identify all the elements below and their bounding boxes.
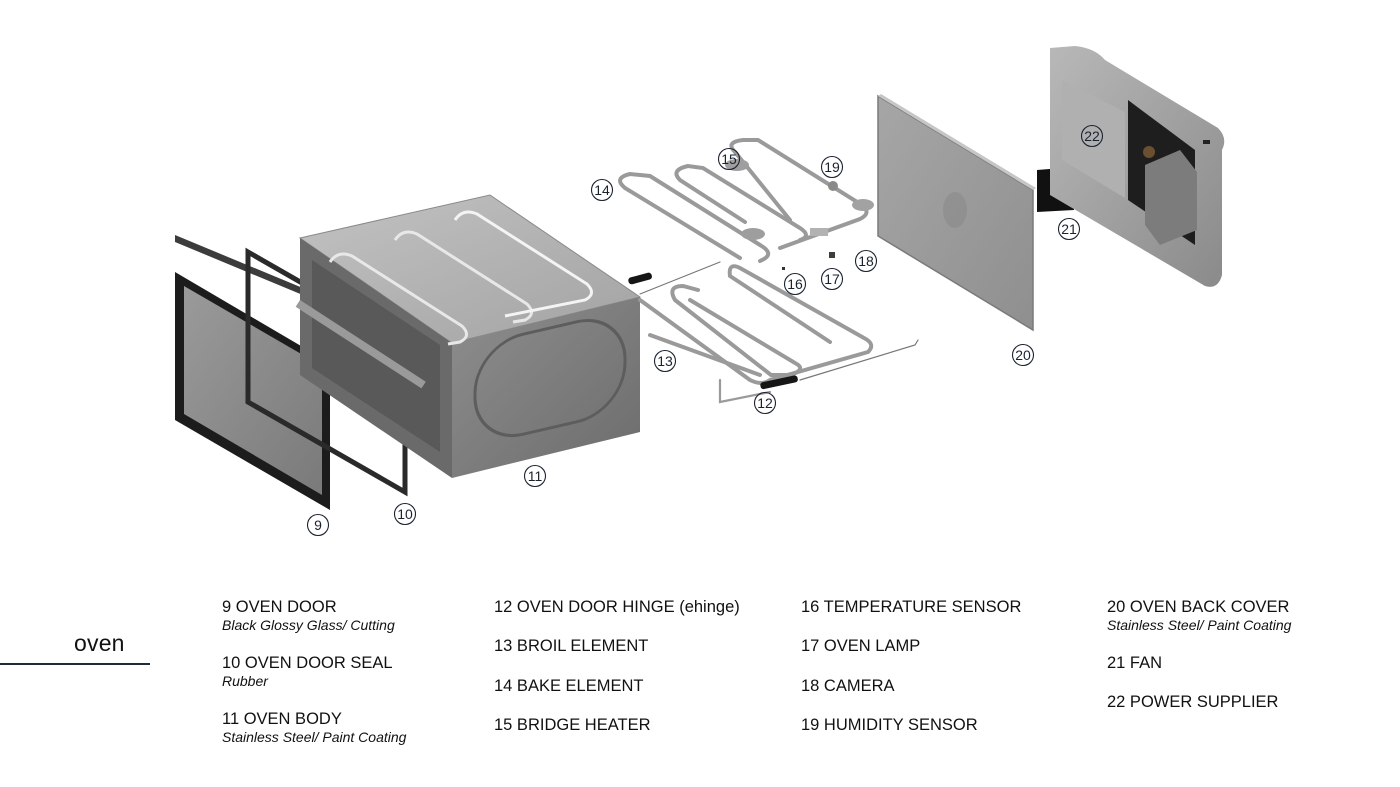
bridge-heater-disc: [741, 228, 765, 240]
svg-text:19: 19: [824, 159, 840, 175]
oven-lamp-part: [829, 252, 835, 258]
legend-item-name: 20 OVEN BACK COVER: [1107, 598, 1290, 616]
legend-item-temperature-sensor: 16 TEMPERATURE SENSOR: [801, 598, 1021, 637]
legend-item-name: 9 OVEN DOOR: [222, 598, 337, 616]
legend-item-camera: 18 CAMERA: [801, 677, 1021, 716]
callout-18: 18: [854, 249, 878, 273]
legend-item-name: 16 TEMPERATURE SENSOR: [801, 598, 1022, 616]
legend-item-name: 22 POWER SUPPLIER: [1107, 693, 1279, 712]
legend-item-name: 15 BRIDGE HEATER: [494, 715, 651, 734]
legend-item-bake-element: 14 BAKE ELEMENT: [494, 677, 740, 716]
legend-item-material: Stainless Steel/ Paint Coating: [1107, 617, 1292, 633]
svg-text:12: 12: [757, 395, 773, 411]
svg-text:22: 22: [1084, 128, 1100, 144]
legend-item-material: Stainless Steel/ Paint Coating: [222, 729, 407, 745]
legend-item-name: 18 CAMERA: [801, 676, 895, 695]
svg-text:13: 13: [657, 353, 673, 369]
legend-item-material: Black Glossy Glass/ Cutting: [222, 617, 395, 633]
svg-text:15: 15: [721, 151, 737, 167]
bracket: [810, 228, 828, 236]
legend-item-bridge-heater: 15 BRIDGE HEATER: [494, 716, 740, 755]
legend-item-oven-door-seal: 10 OVEN DOOR SEAL Rubber: [222, 654, 406, 710]
legend-item-name: 17 OVEN LAMP: [801, 637, 921, 656]
legend-item-name: 13 BROIL ELEMENT: [494, 637, 649, 656]
legend-column-3: 16 TEMPERATURE SENSOR 17 OVEN LAMP 18 CA…: [801, 598, 1021, 755]
temperature-sensor-part: [782, 267, 785, 270]
legend-item-name: 11 OVEN BODY: [222, 710, 342, 728]
oven-back-cover-part: [877, 94, 1036, 332]
svg-text:11: 11: [528, 468, 543, 484]
section-title: oven: [74, 630, 125, 656]
legend-item-oven-lamp: 17 OVEN LAMP: [801, 637, 1021, 676]
legend-item-name: 19 HUMIDITY SENSOR: [801, 715, 978, 734]
callout-17: 17: [820, 267, 844, 291]
legend-column-1: 9 OVEN DOOR Black Glossy Glass/ Cutting …: [222, 598, 406, 766]
legend-column-4: 20 OVEN BACK COVER Stainless Steel/ Pain…: [1107, 598, 1291, 733]
svg-text:14: 14: [594, 182, 610, 198]
legend-item-material: Rubber: [222, 673, 268, 689]
callout-10: 10: [393, 502, 417, 526]
callout-19: 19: [820, 155, 844, 179]
svg-text:17: 17: [824, 271, 840, 287]
legend-item-power-supplier: 22 POWER SUPPLIER: [1107, 693, 1291, 732]
callout-13: 13: [653, 349, 677, 373]
callout-14: 14: [590, 178, 614, 202]
callout-15: 15: [717, 147, 741, 171]
legend-item-humidity-sensor: 19 HUMIDITY SENSOR: [801, 716, 1021, 755]
callout-16: 16: [783, 272, 807, 296]
callout-22: 22: [1080, 124, 1104, 148]
legend-column-2: 12 OVEN DOOR HINGE (ehinge) 13 BROIL ELE…: [494, 598, 740, 755]
legend-item-name: 21 FAN: [1107, 654, 1163, 672]
oven-body-part: [295, 194, 642, 478]
svg-text:18: 18: [858, 253, 874, 269]
legend-item-oven-door-hinge: 12 OVEN DOOR HINGE (ehinge): [494, 598, 740, 637]
humidity-sensor-part: [828, 181, 838, 191]
legend-item-broil-element: 13 BROIL ELEMENT: [494, 637, 740, 676]
hinge-lower: [760, 375, 798, 390]
callout-20: 20: [1011, 343, 1035, 367]
sensor-disc: [852, 199, 874, 211]
legend-item-oven-door: 9 OVEN DOOR Black Glossy Glass/ Cutting: [222, 598, 406, 654]
callout-12: 12: [753, 391, 777, 415]
hinge-upper: [628, 272, 652, 285]
power-supplier-part: [1050, 46, 1225, 287]
svg-text:9: 9: [314, 517, 322, 533]
callout-21: 21: [1057, 217, 1081, 241]
legend-item-oven-body: 11 OVEN BODY Stainless Steel/ Paint Coat…: [222, 710, 406, 766]
callout-11: 11: [523, 464, 547, 488]
legend-item-name: 14 BAKE ELEMENT: [494, 676, 644, 695]
exploded-oven-diagram: 9 10 11 12 13 14 15 16 17 18 19 20 21 22: [175, 46, 1225, 537]
bake-element-part: [618, 138, 869, 295]
section-divider: [0, 663, 150, 665]
legend-item-name: 10 OVEN DOOR SEAL: [222, 654, 393, 672]
callout-9: 9: [306, 513, 330, 537]
svg-text:10: 10: [397, 506, 413, 522]
svg-text:21: 21: [1061, 221, 1077, 237]
legend-item-fan: 21 FAN: [1107, 654, 1291, 693]
broil-element-part: [638, 264, 919, 404]
svg-text:16: 16: [787, 276, 803, 292]
legend-item-oven-back-cover: 20 OVEN BACK COVER Stainless Steel/ Pain…: [1107, 598, 1291, 654]
legend-item-name: 12 OVEN DOOR HINGE (ehinge): [494, 598, 740, 616]
svg-text:20: 20: [1015, 347, 1031, 363]
